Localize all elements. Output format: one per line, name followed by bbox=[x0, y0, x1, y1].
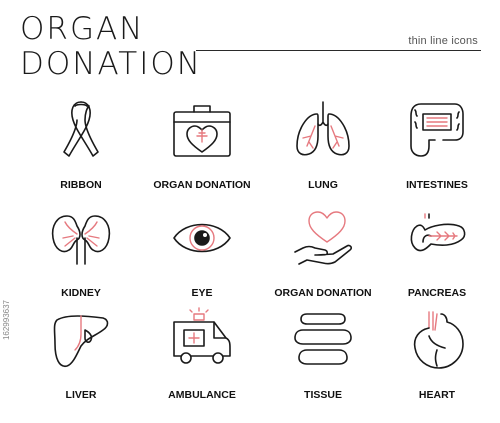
intestines-icon bbox=[410, 103, 464, 157]
icon-tile-liver: LIVER bbox=[22, 310, 140, 406]
icon-tile-pancreas: PANCREAS bbox=[378, 208, 496, 304]
icon-tile-kidney: KIDNEY bbox=[22, 208, 140, 304]
icon-label: KIDNEY bbox=[61, 287, 101, 299]
medical-case-icon bbox=[173, 105, 231, 157]
heart-organ-icon bbox=[413, 311, 464, 369]
kidneys-icon bbox=[51, 215, 111, 265]
icon-label: EYE bbox=[191, 287, 213, 299]
page-title: ORGAN DONATION bbox=[20, 12, 202, 82]
subtitle: thin line icons bbox=[408, 35, 478, 47]
lungs-icon bbox=[296, 101, 350, 156]
icon-tile-tissue: TISSUE bbox=[264, 310, 382, 406]
icon-label: TISSUE bbox=[304, 389, 342, 401]
ambulance-icon bbox=[173, 307, 231, 364]
icon-tile-organ-donation: ORGAN DONATION bbox=[143, 100, 261, 196]
ribbon-icon bbox=[63, 101, 99, 157]
title-line-1: ORGAN bbox=[20, 11, 145, 47]
header-divider bbox=[196, 50, 481, 51]
icon-tile-lung: LUNG bbox=[264, 100, 382, 196]
icon-tile-intestines: INTESTINES bbox=[378, 100, 496, 196]
icon-tile-ambulance: AMBULANCE bbox=[143, 307, 261, 406]
bones-icon bbox=[294, 313, 352, 365]
icon-label: LUNG bbox=[308, 179, 338, 191]
liver-icon bbox=[53, 315, 109, 368]
stock-id: 162993637 bbox=[2, 300, 11, 341]
icon-tile-heart: HEART bbox=[378, 310, 496, 406]
icon-label: LIVER bbox=[65, 389, 97, 401]
icon-tile-ribbon: RIBBON bbox=[22, 100, 140, 196]
icon-label: HEART bbox=[418, 389, 456, 401]
icon-label: ORGAN DONATION bbox=[274, 287, 372, 299]
eye-icon bbox=[173, 223, 231, 253]
icon-tile-eye: EYE bbox=[143, 208, 261, 304]
icon-label: PANCREAS bbox=[407, 287, 467, 299]
pancreas-icon bbox=[410, 213, 466, 252]
title-line-2: DONATION bbox=[20, 46, 202, 82]
icon-label: AMBULANCE bbox=[168, 389, 236, 401]
icon-label: RIBBON bbox=[60, 179, 102, 191]
heart-in-hand-icon bbox=[294, 211, 353, 265]
icon-tile-organ-donation-hand: ORGAN DONATION bbox=[264, 208, 382, 304]
icon-label: ORGAN DONATION bbox=[153, 179, 251, 191]
icon-label: INTESTINES bbox=[406, 179, 468, 191]
